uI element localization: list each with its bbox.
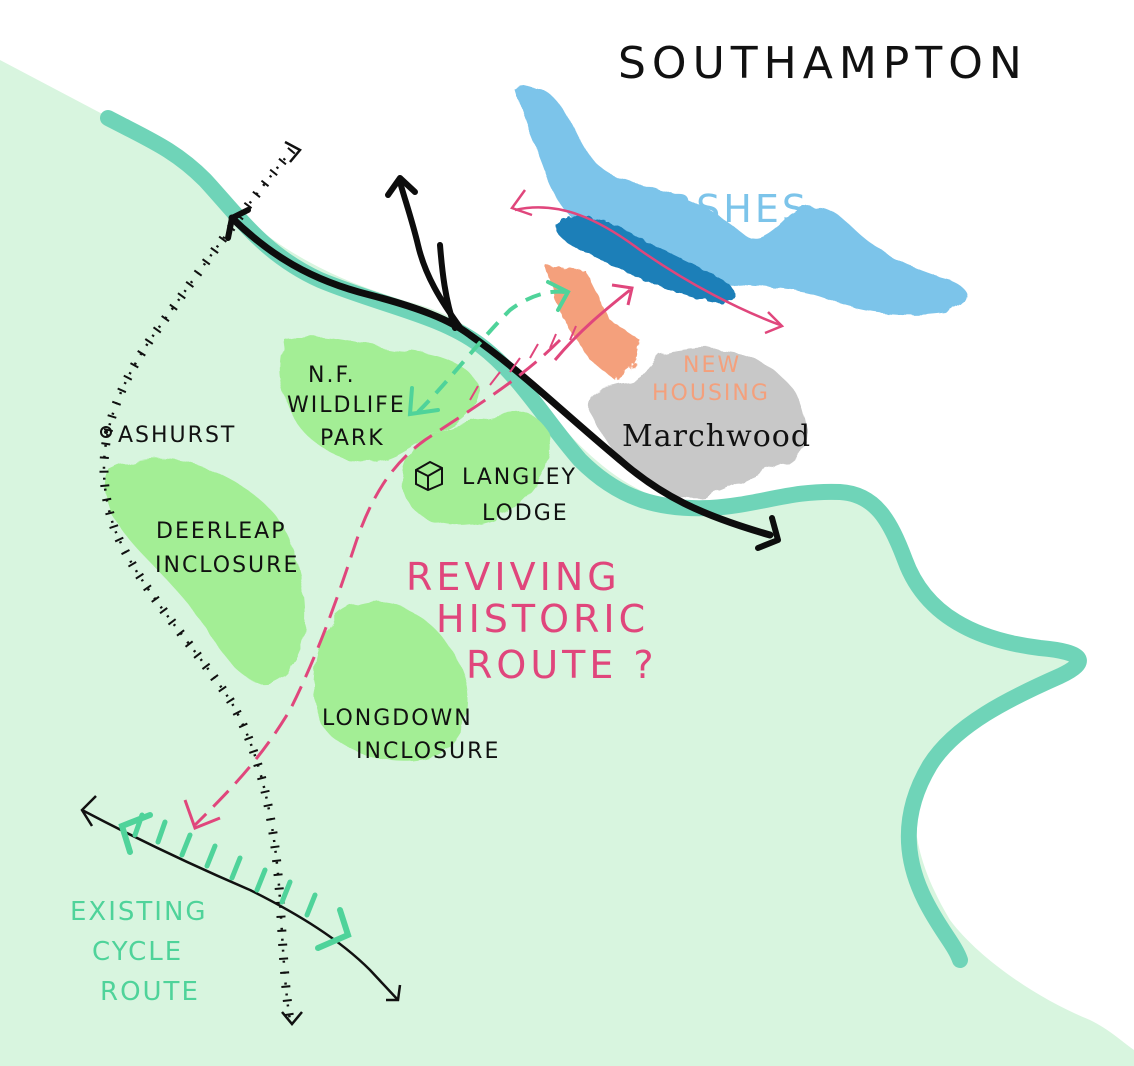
label-cycle-3: ROUTE	[100, 977, 200, 1007]
label-deerleap-1: DEERLEAP	[156, 519, 287, 544]
railway-hatching	[99, 147, 296, 1021]
marsh-route-arrow-w-icon	[510, 189, 533, 217]
label-new-housing-1: NEW	[683, 353, 741, 378]
langley-lodge-building-icon	[415, 460, 443, 492]
green-link	[416, 289, 566, 414]
label-langley-1: LANGLEY	[462, 465, 577, 490]
label-historic-3: ROUTE ?	[466, 643, 658, 687]
railway-arrow-bottom-icon	[281, 1011, 303, 1026]
label-nf-wildlife-3: PARK	[320, 426, 385, 451]
longdown-wood	[313, 601, 468, 762]
road-arrow-nw-icon	[225, 207, 251, 241]
cycle-route-arrow-w-icon	[80, 795, 97, 827]
marsh-route-arrow-e-icon	[764, 311, 785, 335]
cycle-route-bracket-left-icon	[118, 812, 153, 855]
nf-wildlife-park-wood	[279, 336, 479, 462]
langley-lodge-wood	[403, 412, 551, 527]
road-arrow-se-icon	[755, 515, 781, 551]
cycle-route-bracket-right-icon	[315, 907, 352, 951]
marsh-route	[514, 206, 781, 327]
label-historic-1: REVIVING	[406, 555, 621, 599]
label-historic-2: HISTORIC	[436, 597, 649, 641]
label-deerleap-2: INCLOSURE	[155, 553, 299, 578]
road-branch-east	[437, 242, 458, 331]
ashurst-dot	[104, 430, 108, 434]
label-langley-2: LODGE	[482, 501, 569, 526]
marsh-area	[515, 87, 967, 315]
green-link-arrow-ne-icon	[546, 280, 571, 312]
label-longdown-1: LONGDOWN	[322, 706, 473, 731]
marchwood-area	[587, 348, 807, 499]
historic-route-ne-arrow-icon	[611, 283, 634, 306]
label-longdown-2: INCLOSURE	[356, 739, 500, 764]
historic-route-ne	[553, 288, 631, 361]
land-area	[0, 60, 1134, 1066]
cycle-route-arrow-e-icon	[386, 984, 402, 1002]
label-cycle-1: EXISTING	[70, 897, 208, 927]
road-arrow-n-icon	[385, 175, 418, 198]
road-branch-north	[397, 179, 465, 333]
railway-arrow-top-icon	[284, 140, 302, 163]
historic-route	[193, 338, 562, 827]
historic-route-arrow-icon	[183, 799, 221, 830]
ashurst-station-icon	[100, 426, 112, 438]
label-new-housing-2: HOUSING	[652, 381, 770, 406]
label-nf-wildlife-1: N.F.	[308, 363, 356, 388]
green-link-arrow-sw-icon	[407, 386, 440, 417]
label-marshes: MARSHES	[602, 187, 809, 231]
label-nf-wildlife-2: WILDLIFE	[287, 393, 406, 418]
label-marchwood: Marchwood	[622, 419, 811, 454]
label-cycle-2: CYCLE	[92, 937, 183, 967]
deerleap-wood	[105, 458, 306, 684]
cycle-route-hatching	[132, 812, 318, 918]
historic-route-hatching	[469, 325, 577, 401]
label-southampton: SOUTHAMPTON	[618, 38, 1028, 89]
label-ashurst: ASHURST	[118, 423, 236, 448]
